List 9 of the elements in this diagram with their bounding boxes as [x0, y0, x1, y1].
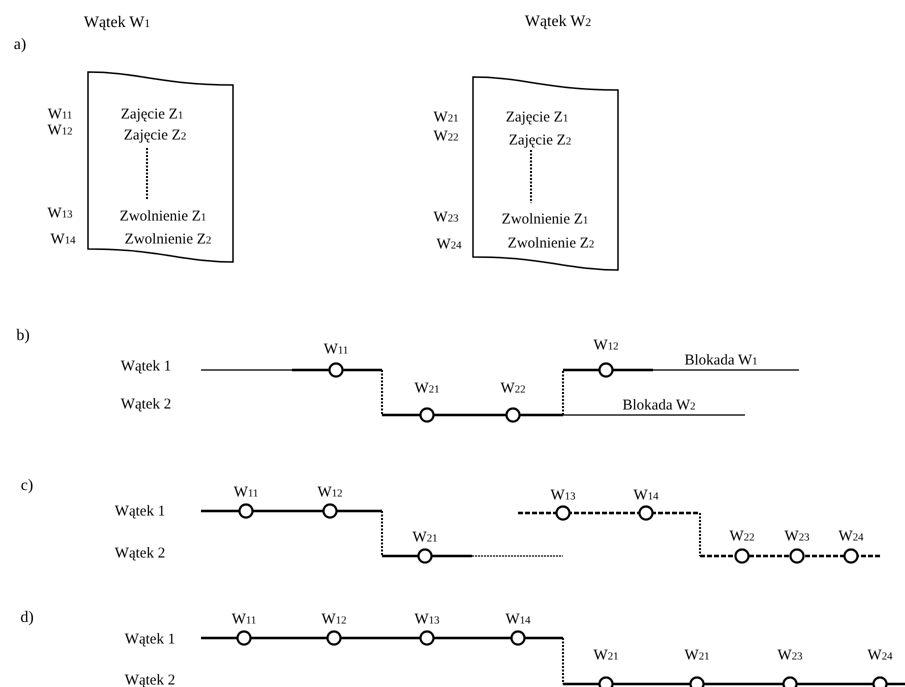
label-text: Wątek 1 [120, 360, 172, 374]
label-text: Wątek 2 [114, 546, 166, 562]
label-text: Wątek 1 [124, 632, 176, 648]
label-text: Wątek 2 [120, 398, 172, 412]
label-text: c) [20, 478, 34, 494]
label-text: Wątek 1 [114, 504, 166, 520]
label-text: b) [16, 328, 30, 344]
label-text: d) [20, 610, 34, 626]
label-text: a) [14, 37, 26, 53]
